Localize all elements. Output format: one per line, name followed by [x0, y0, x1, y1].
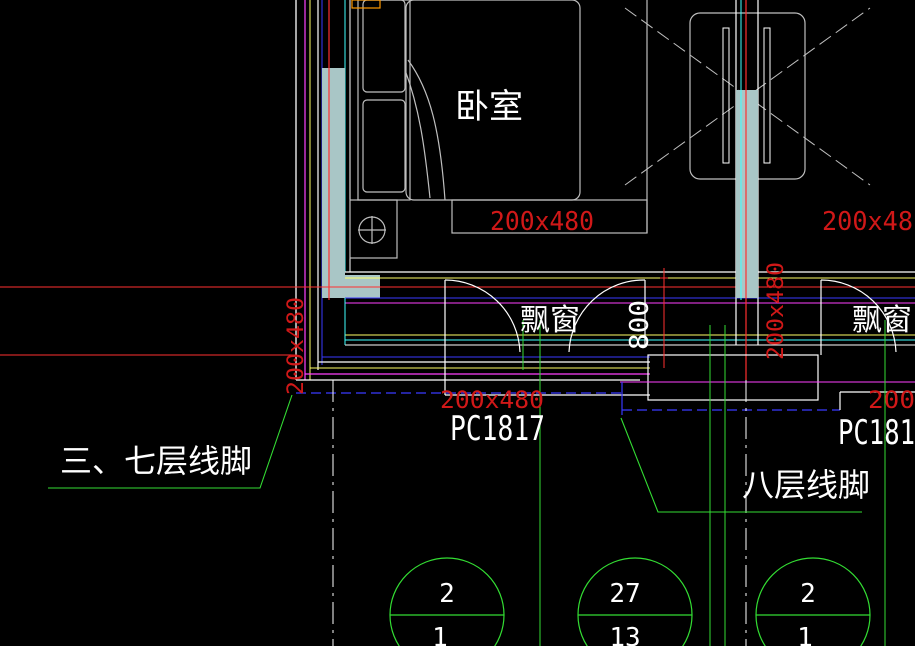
- bay-window-label: 飘窗: [520, 303, 580, 338]
- bay-window-right: [820, 279, 897, 355]
- grid-bubble-1: [389, 557, 505, 646]
- grid-bubble-bottom-number: 1: [797, 623, 813, 646]
- room-label: 卧室: [455, 87, 523, 127]
- leader-line-left: [48, 394, 293, 489]
- grid-bubble-bottom-number: 13: [609, 623, 640, 646]
- grid-bubble-top-number: 2: [439, 579, 455, 609]
- leader-line-right: [620, 417, 862, 513]
- column-size-label-vertical: 200x480: [284, 297, 309, 395]
- grid-bubble-top-number: 2: [800, 579, 816, 609]
- leader-label: 三、七层线脚: [60, 442, 252, 480]
- left-wall-lines: [295, 0, 650, 381]
- bed-furniture: [349, 0, 648, 259]
- leader-lines: [48, 394, 862, 513]
- grid-lines: [332, 268, 886, 646]
- grid-bubble-top-number: 27: [609, 579, 640, 609]
- leader-label: 八层线脚: [742, 466, 870, 504]
- top-wall-lines: [0, 271, 915, 356]
- grid-bubble-3: [755, 557, 871, 646]
- column-size-label: 200x48: [822, 207, 913, 237]
- middle-column: [735, 0, 759, 380]
- bay-window-label: 飘窗: [852, 303, 912, 338]
- column-size-label: 200: [868, 386, 915, 414]
- bay-window-left: [444, 279, 650, 396]
- window-code-label: PC181: [838, 413, 915, 453]
- window-sill: [296, 354, 915, 415]
- column-size-label-vertical: 200x480: [764, 262, 789, 360]
- left-column: [322, 0, 380, 300]
- column-size-label: 200x480: [490, 207, 594, 237]
- grid-bubble-2: [577, 557, 693, 646]
- window-code-label: PC1817: [450, 409, 545, 449]
- grid-bubble-bottom-number: 1: [432, 623, 448, 646]
- column-size-label: 200x480: [440, 386, 544, 414]
- dimension-label: 800: [625, 300, 655, 350]
